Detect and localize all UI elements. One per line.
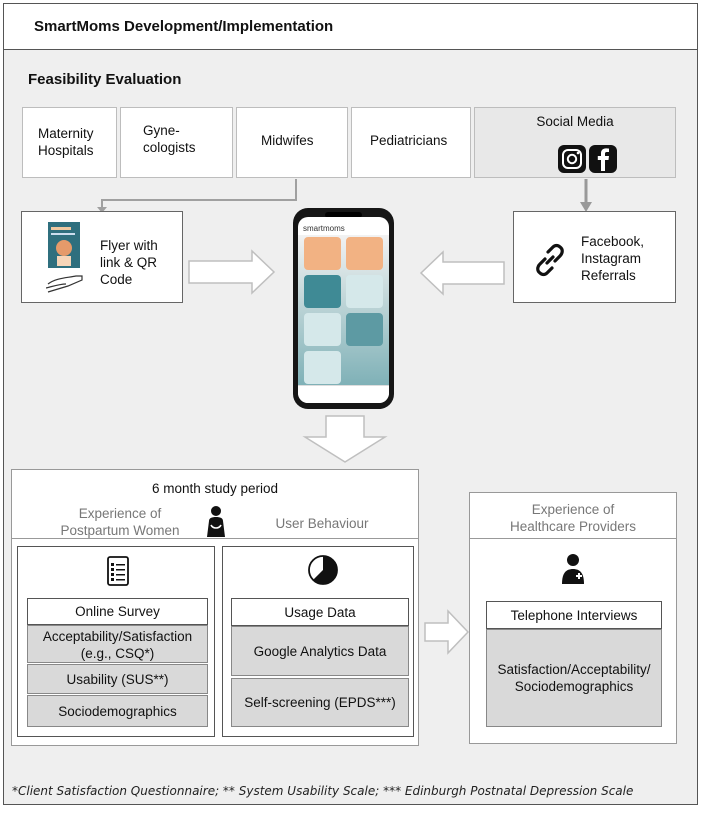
survey-item-sociodemographics: Sociodemographics	[27, 695, 208, 727]
arrowhead-to-flyer	[97, 207, 107, 213]
flyer-box: Flyer with link & QR Code	[21, 211, 183, 303]
source-pediatricians: Pediatricians	[351, 107, 471, 178]
telephone-interviews-title: Telephone Interviews	[486, 601, 662, 629]
app-tile	[346, 275, 383, 308]
source-social-media: Social Media	[474, 107, 676, 178]
feasibility-title: Feasibility Evaluation	[28, 71, 182, 88]
telephone-interviews-detail: Satisfaction/Acceptability/ Sociodemogra…	[486, 629, 662, 727]
providers-divider	[469, 538, 677, 539]
diagram-title: SmartMoms Development/Implementation	[3, 3, 698, 50]
usage-item-self-screening: Self-screening (EPDS***)	[231, 678, 409, 727]
survey-item-usability: Usability (SUS**)	[27, 664, 208, 694]
doctor-icon	[562, 554, 584, 584]
app-tile	[304, 313, 341, 346]
usage-item-google-analytics: Google Analytics Data	[231, 626, 409, 676]
link-icon	[536, 243, 564, 277]
arrow-referrals-to-app	[419, 250, 505, 296]
usage-data-title: Usage Data	[231, 598, 409, 626]
providers-heading: Experience of Healthcare Providers	[509, 502, 637, 534]
app-bottom-nav	[298, 385, 389, 403]
arrow-study-to-providers	[424, 609, 470, 655]
instagram-icon	[558, 145, 586, 173]
women-heading: Experience of Postpartum Women	[60, 506, 180, 538]
flyer-label: Flyer with link & QR Code	[100, 238, 158, 287]
referrals-box: Facebook, Instagram Referrals	[513, 211, 676, 303]
phone-screen: smartmoms	[298, 217, 389, 403]
online-survey-title: Online Survey	[27, 598, 208, 625]
pie-chart-icon	[308, 555, 338, 585]
app-tile	[304, 275, 341, 308]
survey-item-acceptability: Acceptability/Satisfaction (e.g., CSQ*)	[27, 625, 208, 663]
facebook-icon	[589, 145, 617, 173]
referrals-label: Facebook, Instagram Referrals	[581, 234, 645, 283]
source-gynecologists: Gyne- cologists	[120, 107, 233, 178]
source-midwifes: Midwifes	[236, 107, 348, 178]
tablet-checklist-icon	[107, 556, 129, 586]
app-tile	[304, 351, 341, 384]
app-name: smartmoms	[303, 224, 345, 233]
connector-sources-to-flyer	[101, 179, 297, 210]
footnote: *Client Satisfaction Questionnaire; ** S…	[12, 784, 634, 798]
arrow-flyer-to-app	[188, 249, 276, 295]
source-maternity-hospitals: Maternity Hospitals	[22, 107, 117, 178]
arrow-app-to-study	[302, 415, 388, 463]
phone-notch	[325, 212, 362, 218]
app-tile	[304, 237, 341, 270]
app-tile	[346, 313, 383, 346]
study-period-label: 6 month study period	[151, 481, 279, 496]
smartphone-mockup: smartmoms	[293, 208, 394, 409]
social-media-label: Social Media	[536, 114, 614, 129]
arrowhead-to-referrals	[580, 202, 592, 212]
app-tile	[346, 237, 383, 270]
behaviour-heading: User Behaviour	[275, 516, 369, 531]
woman-icon	[207, 506, 225, 537]
flyer-icon	[46, 222, 83, 293]
study-divider	[11, 538, 419, 539]
